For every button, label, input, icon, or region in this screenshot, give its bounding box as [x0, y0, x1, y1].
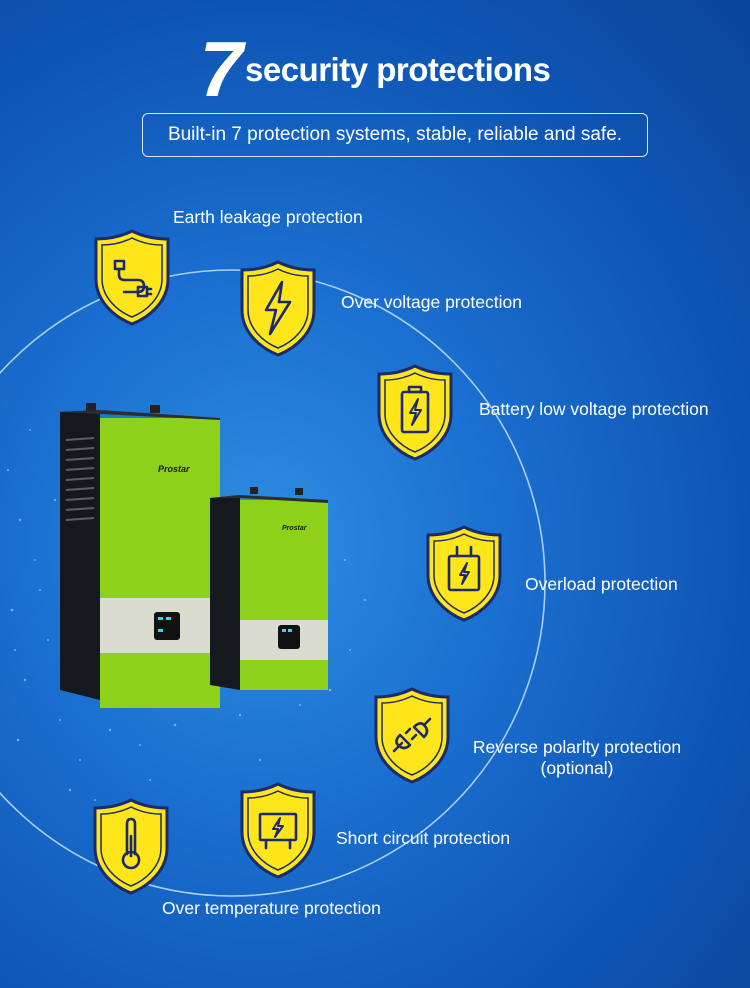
shield-over-voltage [240, 260, 316, 357]
plug-cable-icon [113, 259, 153, 298]
brand-logo-large: Prostar [158, 464, 190, 474]
label-earth-leakage: Earth leakage protection [173, 207, 363, 227]
shield-earth-leakage [94, 229, 170, 326]
socket-bolt-icon [447, 545, 481, 592]
thermometer-icon [121, 817, 141, 870]
label-battery-low-voltage: Battery low voltage protection [479, 399, 709, 419]
label-over-voltage: Over voltage protection [341, 292, 522, 312]
brand-logo-small: Prostar [282, 525, 308, 532]
shield-short-circuit [240, 782, 316, 879]
label-reverse-polarity-line2: (optional) [540, 758, 614, 778]
subtitle-box: Built-in 7 protection systems, stable, r… [142, 113, 648, 157]
label-overload: Overload protection [525, 574, 678, 594]
subtitle-text: Built-in 7 protection systems, stable, r… [167, 124, 623, 145]
unplugged-plug-icon [392, 717, 432, 753]
title-number: 7 [199, 25, 243, 113]
title-text: security protections [244, 50, 551, 88]
label-short-circuit: Short circuit protection [336, 828, 511, 848]
shield-reverse-polarity [374, 687, 450, 784]
battery-charge-icon [400, 385, 430, 434]
circuit-board-icon [258, 812, 298, 850]
label-over-temperature: Over temperature protection [162, 898, 381, 918]
label-reverse-polarity: Reverse polarlty protection (optional) [466, 737, 688, 779]
shield-over-temperature [93, 798, 169, 895]
lightning-bolt-icon [264, 280, 292, 336]
label-reverse-polarity-line1: Reverse polarlty protection [472, 737, 682, 757]
shield-overload [426, 525, 502, 622]
inverter-product-image: Prostar Prostar [60, 403, 328, 708]
shield-battery-low-voltage [377, 364, 453, 461]
